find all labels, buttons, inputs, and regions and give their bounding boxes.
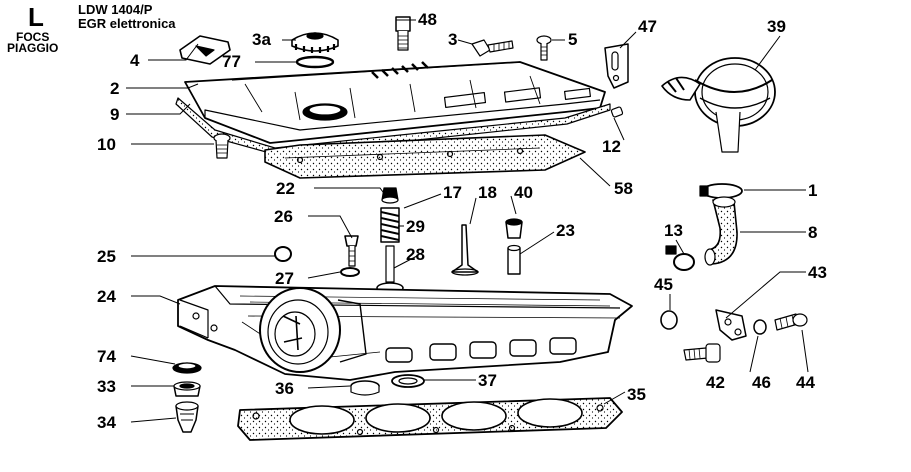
cup-33 <box>173 381 201 397</box>
label-58: 58 <box>614 179 633 198</box>
label-5: 5 <box>568 30 577 49</box>
label-44: 44 <box>796 373 815 392</box>
label-34: 34 <box>97 413 116 432</box>
hose-clamp-1 <box>699 183 743 199</box>
label-26: 26 <box>274 207 293 226</box>
label-17: 17 <box>443 183 462 202</box>
label-74: 74 <box>97 347 116 366</box>
label-1: 1 <box>808 181 817 200</box>
screw-44 <box>774 313 808 331</box>
plug-25 <box>274 246 292 262</box>
label-22: 22 <box>276 179 295 198</box>
washer-27 <box>340 267 360 277</box>
focs-label: FOCS <box>16 30 50 44</box>
label-27: 27 <box>275 269 294 288</box>
valve-cover <box>184 61 606 144</box>
bolt-26 <box>344 235 359 267</box>
stud-48 <box>395 16 411 51</box>
label-42: 42 <box>706 373 725 392</box>
o-ring-45 <box>660 310 678 330</box>
callout-labels: 48 3 5 3a 77 4 2 9 10 47 39 12 58 1 8 13… <box>97 10 827 432</box>
label-40: 40 <box>514 183 533 202</box>
label-33: 33 <box>97 377 116 396</box>
label-77: 77 <box>222 52 241 71</box>
label-36: 36 <box>275 379 294 398</box>
clamp-13 <box>665 245 695 271</box>
label-39: 39 <box>767 17 786 36</box>
bracket-47 <box>604 43 629 89</box>
cover-gasket <box>175 97 611 156</box>
label-10: 10 <box>97 135 116 154</box>
bolt-10 <box>213 133 231 159</box>
valve-guide-28 <box>376 245 404 294</box>
label-23: 23 <box>556 221 575 240</box>
leader-lines <box>126 19 809 423</box>
label-46: 46 <box>752 373 771 392</box>
hose-8 <box>704 196 738 266</box>
label-13: 13 <box>664 221 683 240</box>
breather-39 <box>661 57 776 153</box>
label-43: 43 <box>808 263 827 282</box>
label-8: 8 <box>808 223 817 242</box>
bracket-43 <box>715 309 747 341</box>
label-3a: 3a <box>252 30 271 49</box>
label-48: 48 <box>418 10 437 29</box>
model-label: LDW 1404/P <box>78 2 153 17</box>
valve-18 <box>451 224 479 276</box>
label-2: 2 <box>110 79 119 98</box>
label-37: 37 <box>478 371 497 390</box>
head-gasket <box>237 397 623 441</box>
valve-spring-29 <box>380 207 400 243</box>
screw-3 <box>471 39 514 57</box>
label-25: 25 <box>97 247 116 266</box>
label-35: 35 <box>627 385 646 404</box>
label-29: 29 <box>406 217 425 236</box>
cylinder-head <box>177 285 633 381</box>
valve-cotter-22 <box>381 187 399 204</box>
injector-sleeve-34 <box>175 401 199 433</box>
label-4: 4 <box>130 51 140 70</box>
washer-46 <box>753 319 767 335</box>
section-letter: L <box>28 2 44 32</box>
label-28: 28 <box>406 245 425 264</box>
rubber-bracket <box>179 35 231 65</box>
piaggio-label: PIAGGIO <box>7 41 59 55</box>
label-18: 18 <box>478 183 497 202</box>
oil-filler-cap <box>291 32 339 53</box>
fitting-42 <box>683 343 721 363</box>
seal-37 <box>391 374 425 388</box>
screw-5 <box>536 35 552 61</box>
variant-label: EGR elettronica <box>78 16 176 31</box>
valve-seat-23 <box>507 244 521 275</box>
baffle-plate <box>264 134 586 179</box>
seal-36 <box>350 380 380 396</box>
label-45: 45 <box>654 275 673 294</box>
label-3: 3 <box>448 30 457 49</box>
valve-seal-40 <box>505 218 523 239</box>
label-24: 24 <box>97 287 116 306</box>
label-12: 12 <box>602 137 621 156</box>
label-9: 9 <box>110 105 119 124</box>
o-ring-77 <box>295 55 335 69</box>
seal-74 <box>172 362 202 374</box>
label-47: 47 <box>638 17 657 36</box>
pin-12 <box>610 106 624 118</box>
